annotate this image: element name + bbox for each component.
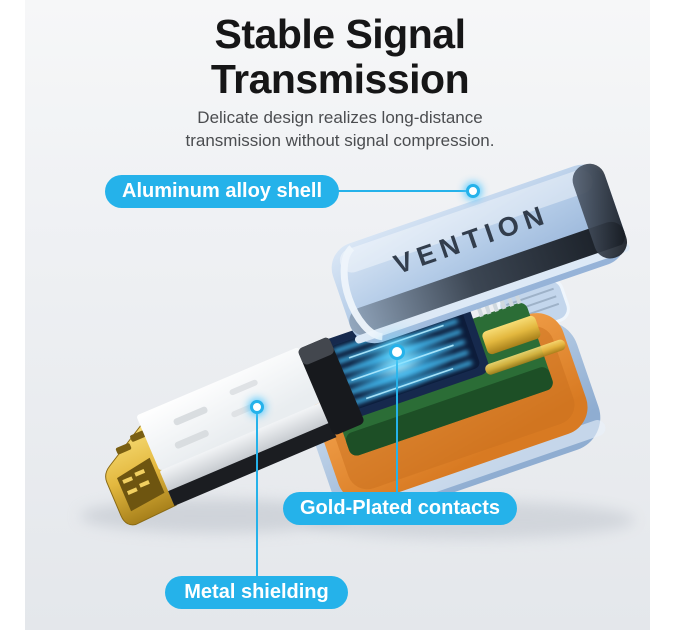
callout-dot-metal-shielding — [250, 400, 264, 414]
page-subtitle-line2: transmission without signal compression. — [185, 131, 495, 150]
metal-shield-body — [137, 347, 337, 506]
top-shell-bottom-rim — [355, 243, 630, 344]
callout-label-gold-plated-contacts: Gold-Plated contacts — [283, 492, 518, 525]
callout-label-aluminum-alloy-shell: Aluminum alloy shell — [105, 175, 340, 208]
adapter-top-shell: VENTION — [331, 163, 630, 344]
gold-plug — [105, 423, 177, 526]
page-subtitle-line1: Delicate design realizes long-distance — [197, 108, 483, 127]
connector-rear-housing — [298, 337, 364, 435]
callout-dot-aluminum-alloy-shell — [466, 184, 480, 198]
top-shell-opening-rim — [340, 245, 383, 341]
callout-line-aluminum-alloy-shell — [326, 190, 468, 192]
top-shell-front-face — [349, 221, 625, 336]
top-shell-end-cap — [572, 163, 628, 259]
glowing-contact-highlights — [348, 324, 454, 400]
page-title: Stable Signal Transmission — [0, 12, 680, 102]
gold-contact-parts — [482, 315, 566, 375]
callout-label-metal-shielding: Metal shielding — [165, 576, 348, 609]
page-title-line2: Transmission — [210, 56, 470, 102]
top-shell-shine — [339, 169, 593, 273]
callout-dot-gold-plated-contacts — [389, 344, 405, 360]
page-subtitle: Delicate design realizes long-distance t… — [0, 106, 680, 152]
page-title-line1: Stable Signal — [214, 11, 466, 57]
hdmi-male-connector — [105, 337, 364, 526]
callout-line-gold-plated-contacts — [396, 356, 398, 493]
callout-line-metal-shielding — [256, 412, 258, 577]
